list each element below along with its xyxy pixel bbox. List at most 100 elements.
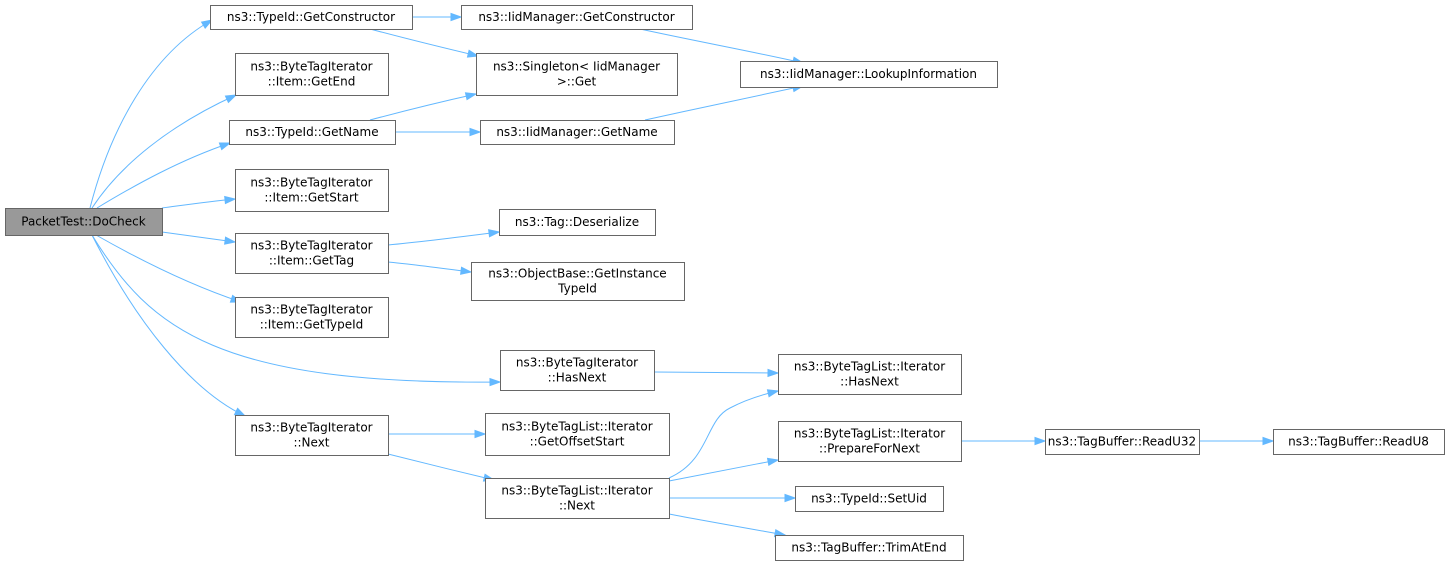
edge-list_iter_next-to-typeid_setuid xyxy=(669,493,797,503)
arrowhead-icon xyxy=(766,457,780,467)
node-label-line: PacketTest::DoCheck xyxy=(21,215,146,229)
edge-iter_hasnext-to-list_iter_hasnext xyxy=(653,368,780,378)
edge-typeid_getname-to-singleton_get xyxy=(369,92,478,121)
node-iidmanager-lookupinformation[interactable]: ns3::IidManager::LookupInformation xyxy=(740,61,998,88)
arrowhead-icon xyxy=(784,493,797,503)
node-typeid-getname[interactable]: ns3::TypeId::GetName xyxy=(229,120,396,145)
edge-list_iter_next-to-list_iter_hasnext xyxy=(668,389,780,479)
node-label-line: ::PrepareForNext xyxy=(819,442,920,456)
node-root[interactable]: PacketTest::DoCheck xyxy=(5,208,163,236)
edge-iter_next-to-list_iter_next xyxy=(387,453,496,482)
node-label-line: ns3::Singleton< IidManager xyxy=(493,60,660,74)
edge-item_gettag-to-tag_deserialize xyxy=(387,229,501,246)
arrowhead-icon xyxy=(224,195,237,205)
node-box xyxy=(5,208,163,236)
node-box xyxy=(235,169,389,212)
node-item-gettypeid[interactable]: ns3::ByteTagIterator::Item::GetTypeId xyxy=(235,297,389,338)
node-iter-next[interactable]: ns3::ByteTagIterator::Next xyxy=(235,415,389,456)
node-box xyxy=(235,415,389,456)
node-label-line: ::HasNext xyxy=(548,371,607,385)
edge-root-to-typeid_getname xyxy=(96,142,232,209)
edge-typeid_getconstructor-to-singleton_get xyxy=(369,28,480,58)
edge-list_iter_preparefornext-to-tagbuffer_readu32 xyxy=(961,436,1047,446)
node-label-line: ns3::TagBuffer::TrimAtEnd xyxy=(791,541,946,555)
edge-root-to-item_getstart xyxy=(161,195,237,209)
node-label-line: ::HasNext xyxy=(840,375,899,389)
nodes-layer: PacketTest::DoCheck ns3::TypeId::GetConst… xyxy=(5,5,1445,561)
node-iter-hasnext[interactable]: ns3::ByteTagIterator::HasNext xyxy=(500,350,655,391)
arrowhead-icon xyxy=(224,236,237,245)
node-item-gettag[interactable]: ns3::ByteTagIterator::Item::GetTag xyxy=(235,233,389,274)
node-box xyxy=(210,5,413,30)
node-box xyxy=(1045,429,1200,455)
node-box xyxy=(229,120,396,145)
node-item-getstart[interactable]: ns3::ByteTagIterator::Item::GetStart xyxy=(235,169,389,212)
edge-line xyxy=(644,85,804,121)
edge-line xyxy=(161,231,236,243)
node-label-line: ns3::ByteTagList::Iterator xyxy=(501,420,652,434)
node-list-iter-next[interactable]: ns3::ByteTagList::Iterator::Next xyxy=(485,478,670,519)
edge-line xyxy=(668,513,786,536)
arrowhead-icon xyxy=(464,92,478,101)
node-label-line: ::Next xyxy=(293,436,329,450)
edge-line xyxy=(161,198,236,209)
node-box xyxy=(500,350,655,391)
node-box xyxy=(1273,429,1445,455)
node-tagbuffer-readu32[interactable]: ns3::TagBuffer::ReadU32 xyxy=(1045,429,1200,455)
node-iidmanager-getname[interactable]: ns3::IidManager::GetName xyxy=(480,120,675,145)
node-box xyxy=(485,413,670,456)
edge-root-to-typeid_getconstructor xyxy=(89,19,214,209)
node-tagbuffer-readu8[interactable]: ns3::TagBuffer::ReadU8 xyxy=(1273,429,1445,455)
node-box xyxy=(235,233,389,274)
node-label-line: ns3::ByteTagList::Iterator xyxy=(794,427,945,441)
node-typeid-setuid[interactable]: ns3::TypeId::SetUid xyxy=(795,486,944,512)
node-label-line: ::Next xyxy=(559,499,595,513)
edge-line xyxy=(91,94,237,209)
node-box xyxy=(485,478,670,519)
edge-line xyxy=(387,453,495,481)
arrowhead-icon xyxy=(488,229,501,238)
node-box xyxy=(778,354,962,395)
edge-line xyxy=(91,234,246,417)
edge-line xyxy=(668,390,779,479)
arrowhead-icon xyxy=(466,49,480,58)
edge-line xyxy=(91,234,501,383)
node-box xyxy=(461,5,693,30)
node-list-iter-hasnext[interactable]: ns3::ByteTagList::Iterator::HasNext xyxy=(778,354,962,395)
edge-line xyxy=(668,459,779,482)
node-label-line: ns3::TypeId::GetName xyxy=(245,125,378,139)
node-iidmanager-getconstructor[interactable]: ns3::IidManager::GetConstructor xyxy=(461,5,693,30)
node-singleton-get[interactable]: ns3::Singleton< IidManager>::Get xyxy=(476,53,678,96)
arrowhead-icon xyxy=(200,19,214,29)
node-typeid-getconstructor[interactable]: ns3::TypeId::GetConstructor xyxy=(210,5,413,30)
node-label-line: ns3::ObjectBase::GetInstance xyxy=(488,267,666,281)
node-label-line: ::Item::GetTypeId xyxy=(260,318,364,332)
node-list-iter-getoffsetstart[interactable]: ns3::ByteTagList::Iterator::GetOffsetSta… xyxy=(485,413,670,456)
arrowhead-icon xyxy=(767,368,780,378)
node-item-getend[interactable]: ns3::ByteTagIterator::Item::GetEnd xyxy=(235,53,389,96)
edge-line xyxy=(369,28,479,57)
edge-iter_next-to-list_iter_getoffsetstart xyxy=(388,429,487,439)
edge-typeid_getname-to-iidmanager_getname xyxy=(395,127,482,137)
arrowhead-icon xyxy=(474,429,487,439)
node-box xyxy=(740,61,998,88)
node-label-line: ns3::TagBuffer::ReadU32 xyxy=(1048,435,1196,449)
node-tagbuffer-trimatend[interactable]: ns3::TagBuffer::TrimAtEnd xyxy=(775,535,964,561)
node-box xyxy=(235,297,389,338)
node-label-line: ns3::ByteTagIterator xyxy=(250,60,372,74)
edge-typeid_getconstructor-to-iidmanager_getconstructor xyxy=(412,12,463,22)
edge-list_iter_next-to-list_iter_preparefornext xyxy=(668,457,780,482)
node-box xyxy=(795,486,944,512)
edge-root-to-item_gettag xyxy=(161,231,237,245)
node-label-line: ::Item::GetTag xyxy=(269,254,354,268)
edge-line xyxy=(387,231,500,246)
node-box xyxy=(778,421,962,462)
edge-line xyxy=(387,261,472,273)
node-label-line: ::Item::GetEnd xyxy=(268,75,356,89)
node-box xyxy=(775,535,964,561)
arrowhead-icon xyxy=(489,377,502,387)
node-list-iter-preparefornext[interactable]: ns3::ByteTagList::Iterator::PrepareForNe… xyxy=(778,421,962,462)
node-tag-deserialize[interactable]: ns3::Tag::Deserialize xyxy=(499,209,656,236)
